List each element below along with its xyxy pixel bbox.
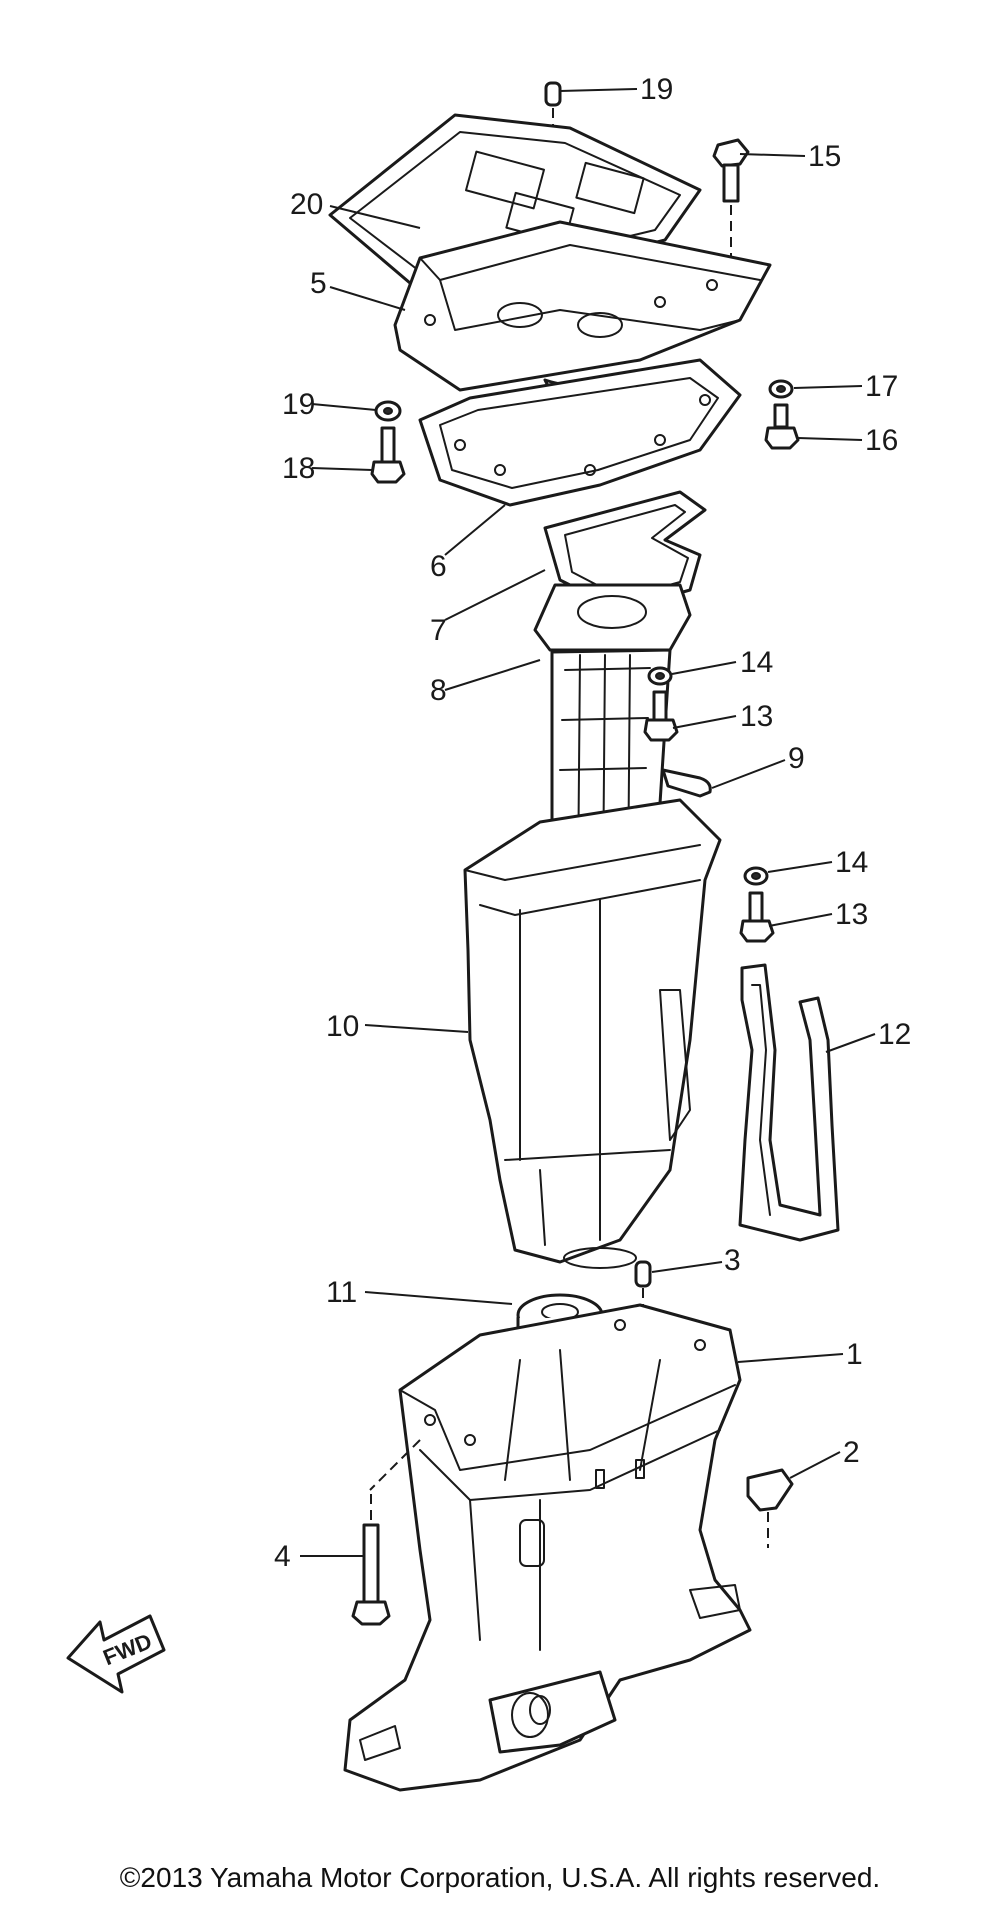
part-13-bolt-lower xyxy=(739,891,775,943)
callout-16: 17 xyxy=(865,370,898,403)
callout-leaders xyxy=(300,88,876,1557)
callout-7: 7 xyxy=(430,614,447,647)
callout-21: 19 xyxy=(640,73,673,106)
part-18-bolt xyxy=(370,426,406,484)
callout-2: 2 xyxy=(843,1436,860,1469)
callout-19: 19 xyxy=(282,388,315,421)
part-16-washer xyxy=(768,379,794,399)
callout-17: 15 xyxy=(808,140,841,173)
callout-9: 9 xyxy=(788,742,805,775)
callout-14-upper: 14 xyxy=(740,646,773,679)
callout-8: 8 xyxy=(430,674,447,707)
callout-numbers: 19 15 20 5 17 16 19 18 6 7 8 14 13 9 14 … xyxy=(274,73,911,1573)
callout-6: 6 xyxy=(430,550,447,583)
part-15-bolt xyxy=(764,403,800,450)
part-13-bolt-upper xyxy=(643,690,679,742)
callout-1: 1 xyxy=(846,1338,863,1371)
callout-15: 16 xyxy=(865,424,898,457)
part-9-clip xyxy=(661,768,712,798)
part-14-washer-upper xyxy=(647,666,673,686)
callout-4: 4 xyxy=(274,1540,291,1573)
part-7-gasket xyxy=(543,490,707,612)
copyright-notice: ©2013 Yamaha Motor Corporation, U.S.A. A… xyxy=(119,1862,881,1893)
callout-13-upper: 13 xyxy=(740,700,773,733)
callout-12: 12 xyxy=(878,1018,911,1051)
part-19-washer xyxy=(374,400,402,422)
callout-5: 5 xyxy=(310,267,327,300)
callout-10: 10 xyxy=(326,1010,359,1043)
part-17-bolt xyxy=(712,138,750,270)
callout-13-lower: 13 xyxy=(835,898,868,931)
part-4-bolt xyxy=(351,1490,391,1626)
part-12-gasket xyxy=(738,963,840,1242)
callout-14-lower: 14 xyxy=(835,846,868,879)
part-10-oil-pan xyxy=(463,798,722,1269)
part-2-plug xyxy=(746,1468,794,1548)
fwd-direction-arrow: FWD xyxy=(66,1614,166,1694)
part-14-washer-lower xyxy=(743,866,769,886)
part-1-upper-casing xyxy=(343,1303,752,1792)
callout-18: 18 xyxy=(282,452,315,485)
callout-3: 3 xyxy=(724,1244,741,1277)
part-6-gasket xyxy=(418,358,742,507)
callout-20: 20 xyxy=(290,188,323,221)
callout-11: 11 xyxy=(326,1276,357,1309)
